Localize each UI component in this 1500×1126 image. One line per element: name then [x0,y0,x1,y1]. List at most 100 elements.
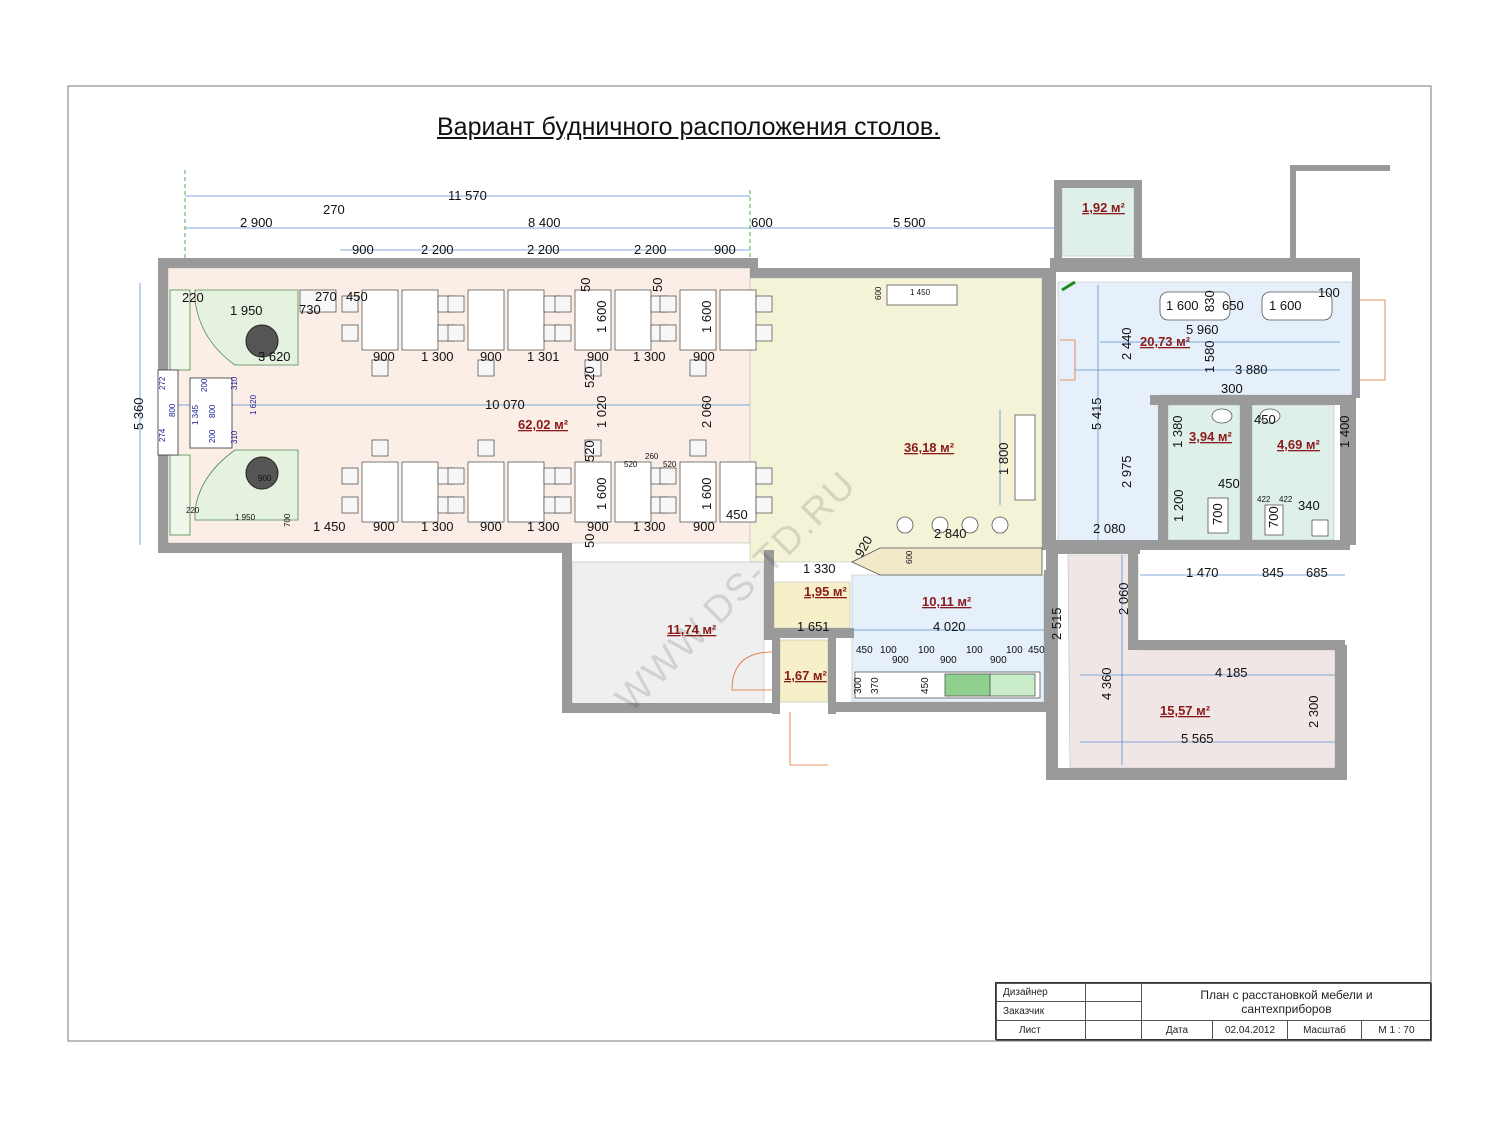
furniture-piece [507,461,545,523]
decorative-plant-bottom [245,456,279,490]
dim-label: 450 [726,507,748,522]
furniture-piece [554,295,572,313]
date-value: 02.04.2012 [1212,1020,1288,1041]
customer-value [1085,1001,1142,1021]
furniture-piece [755,324,773,342]
dim-label: 2 440 [1119,327,1134,360]
dim-label: 50 [582,534,597,548]
furniture-piece [447,467,465,485]
dim-label: 900 [714,242,736,257]
dim-label: 4 360 [1099,667,1114,700]
dim-label: 5 500 [893,215,926,230]
dim-label: 845 [1262,565,1284,580]
doors [731,299,1386,766]
area-vestibule-1: 1,95 м² [804,584,848,599]
area-tiny-top: 1,92 м² [1082,200,1126,215]
dim-label: 1 470 [1186,565,1219,580]
furniture-piece [371,359,389,377]
dim-label: 450 [1218,476,1240,491]
dim-label: 600 [874,286,883,300]
dim-label: 450 [1254,412,1276,427]
dim-label: 100 [1318,285,1340,300]
dim-label: 520 [624,460,638,469]
dim-label: 2 300 [1306,695,1321,728]
axis-guides [184,170,751,260]
dim-label: 1 400 [1337,415,1352,448]
dim-label: 900 [587,349,609,364]
dim-label: 100 [918,645,935,656]
dim-label: 1 020 [594,395,609,428]
dim-label: 5 415 [1089,397,1104,430]
furniture-piece [719,461,757,523]
area-utility: 15,57 м² [1160,703,1211,718]
dim-label: 10 070 [485,397,525,412]
dim-label: 300 [1221,381,1243,396]
washroom-fixtures [1159,291,1333,537]
dim-label: 520 [582,440,597,462]
sheet-frame [67,85,1432,1042]
area-wc2: 4,69 м² [1277,437,1321,452]
dim-label: 3 880 [1235,362,1268,377]
furniture-piece [755,467,773,485]
scale-value: М 1 : 70 [1361,1020,1432,1041]
dim-label: 5 565 [1181,731,1214,746]
dim-label: 900 [373,349,395,364]
dim-label: 340 [1298,498,1320,513]
furniture-piece [679,461,717,523]
dim-label: 2 840 [934,526,967,541]
dim-label: 8 400 [528,215,561,230]
dim-label: 600 [751,215,773,230]
area-wc1: 3,94 м² [1189,429,1233,444]
dim-label: 4 020 [933,619,966,634]
dim-label: 100 [966,645,983,656]
furniture-piece [719,289,757,351]
dim-label: 1 200 [1171,489,1186,522]
furniture-piece [299,289,337,313]
dim-label: 1 651 [797,619,830,634]
dim-label: 1 450 [313,519,346,534]
dim-label: 1 620 [249,394,258,415]
room-storage [571,561,765,705]
furniture-piece [341,496,359,514]
furniture-piece [341,467,359,485]
dim-label: 900 [892,655,909,666]
dim-label: 700 [283,513,292,527]
dim-label: 422 [1257,495,1271,504]
dim-label: 200 [208,429,217,443]
dim-label: 520 [663,460,677,469]
furniture-piece [574,461,612,523]
furniture-piece [755,496,773,514]
furniture-piece [614,289,652,351]
furniture-piece [361,289,399,351]
area-washroom: 20,73 м² [1140,334,1191,349]
dim-label: 1 950 [230,303,263,318]
dim-label: 900 [693,519,715,534]
dim-label: 370 [870,677,881,694]
dim-label: 50 [650,278,665,292]
dim-label: 220 [186,506,200,515]
furniture-piece [659,295,677,313]
furniture-piece [554,324,572,342]
dim-label: 520 [582,366,597,388]
dimension-labels: 11 570 2 900 270 8 400 600 5 500 900 2 2… [131,188,1352,746]
dim-label: 900 [693,349,715,364]
dim-label: 2 060 [1116,582,1131,615]
dim-label: 450 [856,645,873,656]
scale-label: Масштаб [1287,1020,1362,1041]
dim-label: 2 060 [699,395,714,428]
designer-value [1085,983,1142,1002]
area-kitchen: 10,11 м² [922,594,972,609]
furniture-piece [659,324,677,342]
date-label: Дата [1141,1020,1213,1041]
dim-label: 900 [480,349,502,364]
furniture-piece [679,289,717,351]
area-hall: 62,02 м² [518,417,569,432]
dim-label: 1 345 [191,404,200,425]
dim-label: 1 600 [699,300,714,333]
dim-label: 900 [587,519,609,534]
furniture-piece [584,359,602,377]
dim-label: 700 [1210,503,1225,525]
customer-label: Заказчик [996,1001,1086,1021]
furniture-piece [689,359,707,377]
